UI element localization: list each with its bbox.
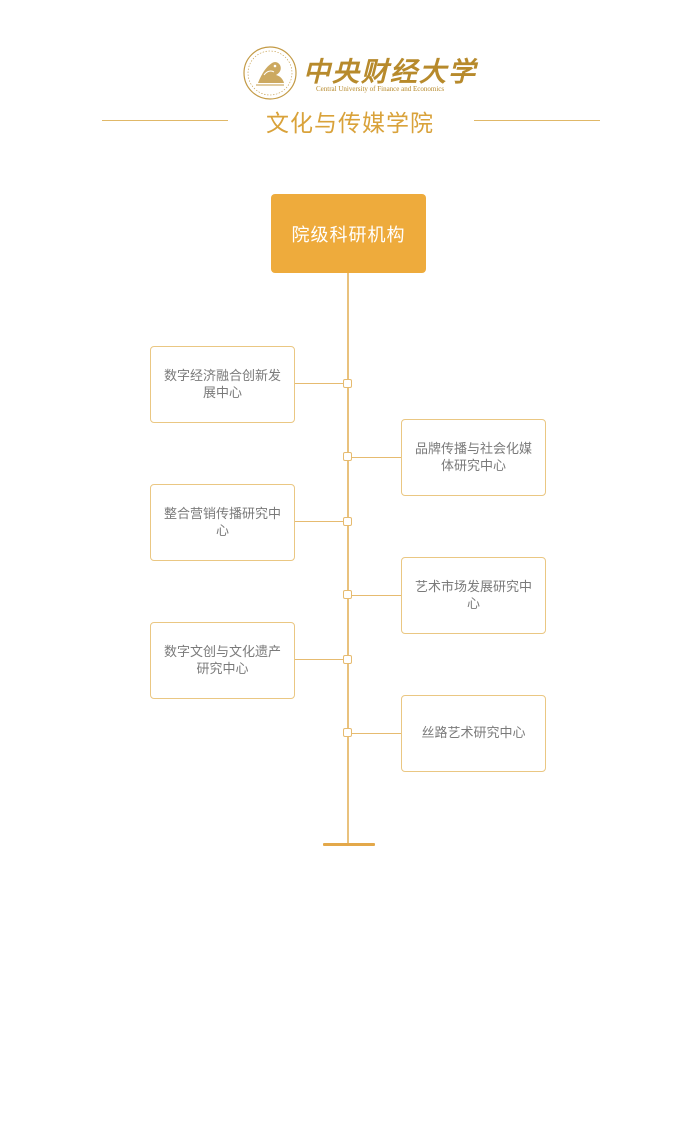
header-divider-right: [474, 120, 600, 121]
branch-junction: [343, 379, 352, 388]
department-title: 文化与传媒学院: [266, 111, 434, 137]
university-name-en: Central University of Finance and Econom…: [316, 85, 445, 93]
branch-junction: [343, 728, 352, 737]
diagram-spine-base: [323, 843, 375, 846]
university-emblem-icon: [243, 46, 297, 100]
branch-junction: [343, 452, 352, 461]
branch-connector: [295, 383, 348, 384]
branch-junction: [343, 517, 352, 526]
branch-node: 品牌传播与社会化媒体研究中心: [401, 419, 546, 496]
branch-connector: [295, 521, 348, 522]
branch-connector: [348, 595, 401, 596]
university-name-cn: 中央财经大学: [303, 57, 477, 88]
header-divider-left: [102, 120, 228, 121]
diagram-spine-line: [347, 273, 349, 844]
branch-connector: [295, 659, 348, 660]
branch-node: 艺术市场发展研究中心: [401, 557, 546, 634]
branch-node: 丝路艺术研究中心: [401, 695, 546, 772]
branch-node: 整合营销传播研究中心: [150, 484, 295, 561]
root-node: 院级科研机构: [271, 194, 426, 273]
branch-connector: [348, 457, 401, 458]
branch-junction: [343, 655, 352, 664]
branch-node: 数字经济融合创新发展中心: [150, 346, 295, 423]
branch-node: 数字文创与文化遗产研究中心: [150, 622, 295, 699]
branch-connector: [348, 733, 401, 734]
branch-junction: [343, 590, 352, 599]
